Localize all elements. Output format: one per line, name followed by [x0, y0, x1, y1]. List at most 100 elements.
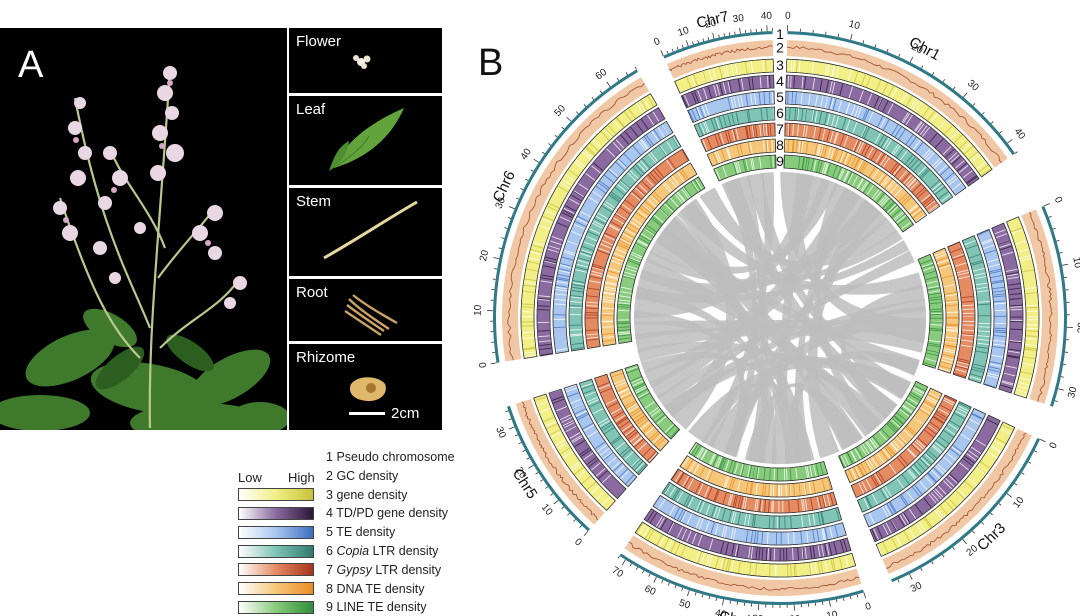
density-stripe	[882, 137, 890, 149]
density-stripe	[652, 111, 660, 122]
density-stripe	[896, 147, 904, 158]
density-stripe	[554, 439, 566, 446]
density-stripe	[946, 304, 958, 307]
density-stripe	[593, 162, 603, 171]
density-stripe	[624, 271, 636, 276]
density-stripe	[528, 257, 541, 261]
density-stripe	[962, 304, 974, 307]
density-stripe	[890, 519, 898, 531]
density-stripe	[574, 466, 584, 475]
density-stripe	[559, 181, 571, 189]
density-stripe	[930, 308, 943, 311]
density-stripe	[993, 339, 1006, 343]
density-stripe	[915, 504, 923, 515]
legend-row: 7 Gypsy LTR density	[238, 561, 441, 579]
density-stripe	[539, 347, 552, 350]
density-stripe	[933, 184, 944, 193]
density-stripe	[943, 480, 953, 490]
density-stripe	[797, 499, 800, 512]
tick-mark	[642, 570, 645, 574]
synteny-link	[679, 201, 923, 295]
panel-a-letter: A	[18, 44, 44, 86]
gc-line	[668, 45, 773, 72]
density-stripe	[602, 335, 615, 339]
density-stripe	[881, 428, 890, 439]
density-stripe	[722, 115, 727, 127]
density-stripe	[638, 184, 648, 193]
density-stripe	[927, 204, 939, 212]
density-stripe	[691, 181, 699, 192]
density-stripe	[592, 265, 605, 270]
density-stripe	[930, 324, 943, 326]
density-stripe	[815, 464, 820, 476]
density-stripe	[569, 306, 582, 309]
density-stripe	[544, 209, 557, 216]
legend-row: 2 GC density	[238, 467, 398, 485]
density-stripe	[927, 285, 940, 289]
density-stripe	[824, 162, 829, 175]
density-stripe	[680, 510, 687, 522]
tick-mark	[723, 33, 725, 37]
density-stripe	[607, 124, 617, 135]
density-outline	[783, 138, 928, 224]
density-stripe	[868, 111, 874, 123]
gc-track	[502, 77, 649, 362]
density-stripe	[843, 153, 850, 165]
density-stripe	[618, 334, 631, 337]
density-stripe	[618, 337, 631, 340]
density-outline	[533, 393, 616, 511]
density-stripe	[966, 453, 977, 461]
density-stripe	[737, 79, 741, 91]
density-stripe	[811, 110, 815, 123]
density-stripe	[585, 172, 596, 181]
density-stripe	[766, 532, 769, 545]
density-stripe	[871, 437, 879, 448]
density-stripe	[817, 561, 821, 574]
density-stripe	[1010, 328, 1023, 331]
density-outline	[643, 508, 852, 562]
tick-mark	[1039, 438, 1046, 443]
density-stripe	[856, 178, 864, 189]
density-stripe	[765, 59, 767, 72]
tick-mark	[561, 506, 565, 510]
scale-bar-line	[349, 412, 385, 415]
legend-text: 2 GC density	[326, 468, 399, 483]
density-stripe	[690, 181, 699, 193]
thumb-flower: Flower	[289, 28, 442, 93]
density-stripe	[894, 213, 905, 222]
density-stripe	[702, 71, 707, 83]
density-stripe	[733, 96, 737, 109]
density-stripe	[539, 407, 551, 413]
density-stripe	[850, 156, 857, 168]
density-stripe	[989, 270, 1002, 274]
density-stripe	[554, 303, 566, 306]
density-stripe	[820, 145, 825, 157]
density-stripe	[910, 206, 920, 215]
legend-high-label: High	[288, 470, 315, 485]
density-stripe	[669, 197, 679, 208]
density-stripe	[931, 469, 941, 479]
density-stripe	[581, 475, 592, 485]
density-stripe	[714, 151, 720, 164]
density-stripe	[939, 167, 950, 176]
density-stripe	[873, 528, 879, 540]
density-stripe	[591, 270, 603, 275]
tick-mark	[707, 36, 710, 41]
chromosome-label: Chr7	[695, 8, 730, 32]
density-stripe	[579, 252, 592, 258]
tick-mark	[850, 33, 853, 40]
density-stripe	[800, 92, 803, 105]
density-stripe	[755, 563, 758, 576]
density-stripe	[894, 126, 902, 138]
density-stripe	[994, 229, 1006, 235]
density-stripe	[969, 253, 981, 259]
density-stripe	[987, 372, 999, 377]
density-stripe	[905, 426, 915, 436]
density-stripe	[601, 205, 613, 213]
density-stripe	[754, 92, 757, 105]
density-stripe	[922, 106, 930, 118]
density-stripe	[737, 479, 741, 492]
density-stripe	[571, 347, 584, 350]
density-stripe	[763, 92, 766, 104]
density-stripe	[970, 373, 983, 378]
